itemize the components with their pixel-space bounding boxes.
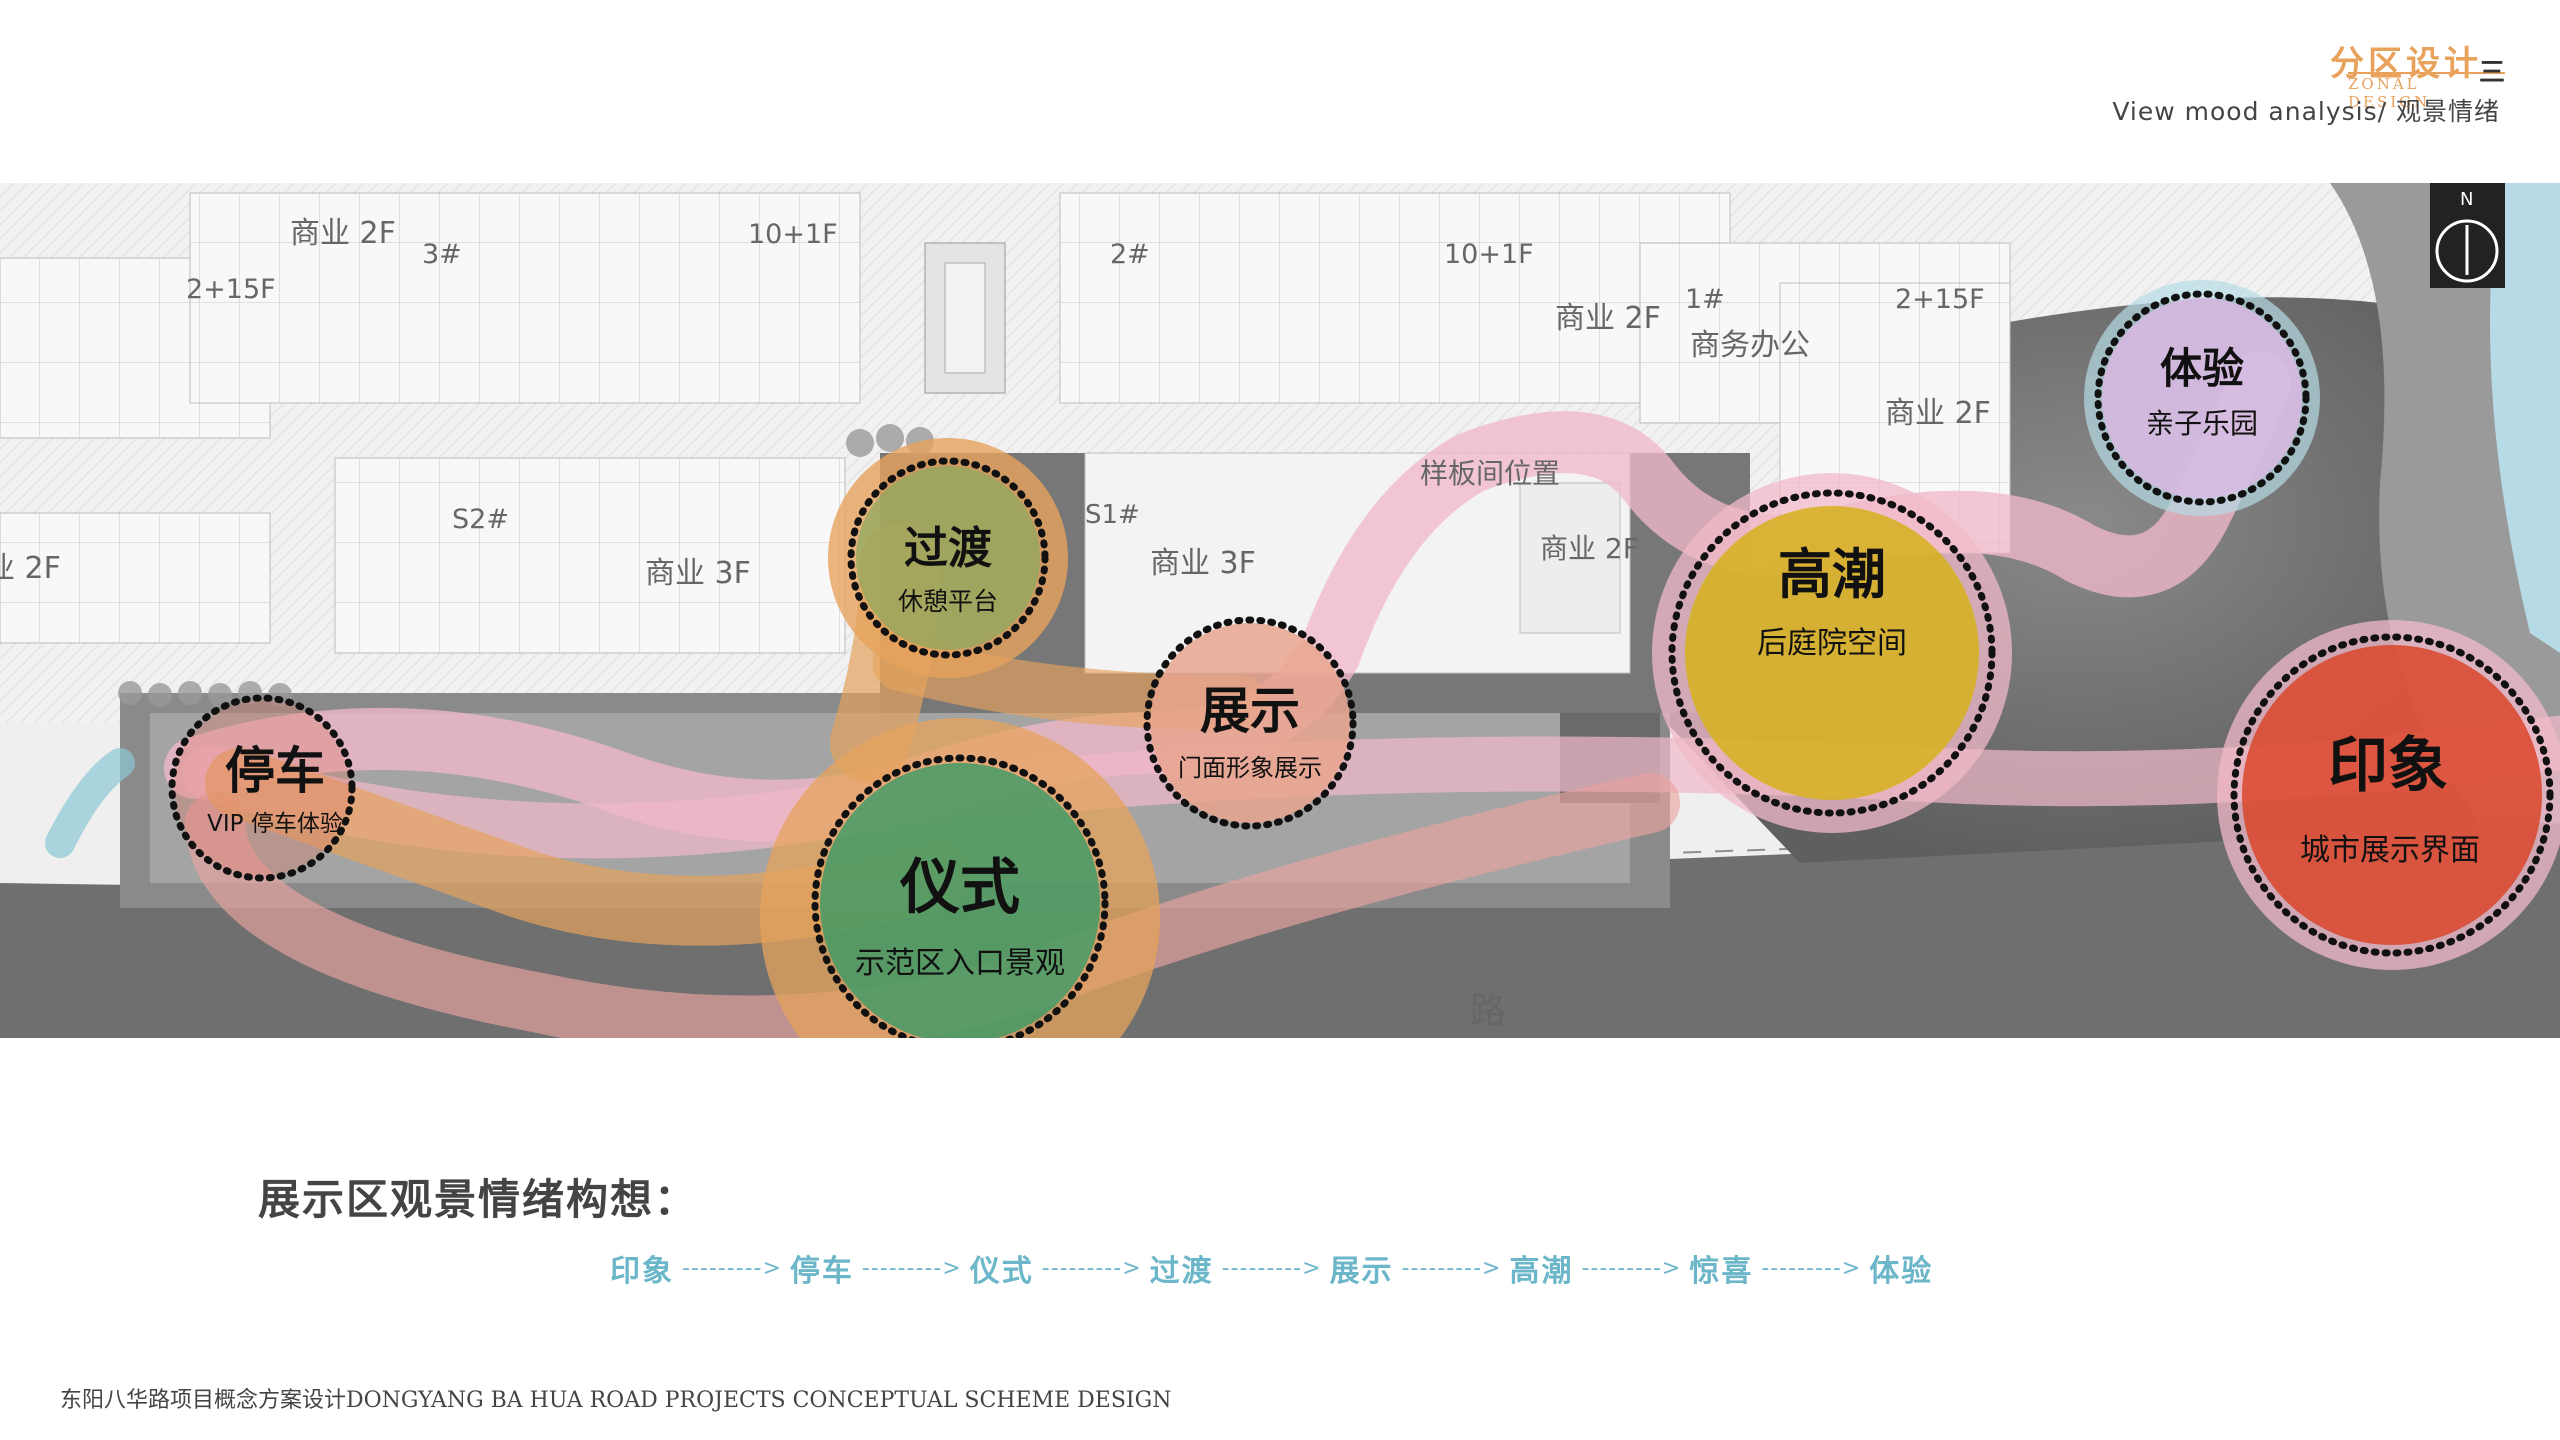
logo-subtext: ZONAL DESIGN xyxy=(2348,72,2505,111)
node-title: 体验 xyxy=(2160,344,2244,393)
sequence-step: 体验 xyxy=(1869,1254,1934,1289)
logo-mark: 三 xyxy=(2478,58,2505,88)
building-label: S2# xyxy=(452,504,509,535)
sequence-step: 仪式 xyxy=(969,1254,1034,1289)
sequence-step: 印象 xyxy=(610,1254,674,1289)
node-subtitle: 城市展示界面 xyxy=(2300,833,2480,868)
mood-node-impression: 印象 城市展示界面 xyxy=(2217,620,2560,970)
sequence-arrow: ---------> xyxy=(861,1255,962,1281)
building-label: 路 xyxy=(1470,991,1506,1032)
building-label: 10+1F xyxy=(1444,239,1534,270)
building-label: 3# xyxy=(422,239,462,270)
mood-node-display: 展示 门面形象展示 xyxy=(1143,616,1357,830)
north-compass: N xyxy=(2430,183,2505,288)
tree-row xyxy=(118,424,934,707)
node-subtitle: VIP 停车体验 xyxy=(207,811,343,837)
building-label: 商务办公 xyxy=(1690,328,1810,363)
node-title: 停车 xyxy=(225,742,325,800)
node-subtitle: 休憩平台 xyxy=(898,587,998,616)
mood-node-experience: 体验 亲子乐园 xyxy=(2084,280,2320,516)
building-label: 商业 2F xyxy=(0,551,61,586)
building-label: 商业 2F xyxy=(1540,532,1639,565)
mood-node-parking: 停车 VIP 停车体验 xyxy=(168,694,356,882)
sequence-step: 展示 xyxy=(1329,1254,1394,1289)
site-plan-svg: N 商业 2F 3# 10+1F 2+15F 2# 10+1F 商业 2F 1#… xyxy=(0,183,2560,1118)
building-label: 2+15F xyxy=(1895,284,1985,315)
page-subtitle: View mood analysis/ 观景情绪 xyxy=(2112,97,2500,126)
building-label: 商业 2F xyxy=(1555,301,1661,336)
sequence-step: 高潮 xyxy=(1509,1254,1574,1289)
building-label: 商业 2F xyxy=(290,216,396,251)
sequence-step: 停车 xyxy=(789,1254,854,1289)
mood-sequence: 印象 ---------> 停车 ---------> 仪式 ---------… xyxy=(610,1248,1934,1289)
brand-logo: 分区设计 ZONAL DESIGN 三 xyxy=(2330,36,2505,111)
sequence-arrow: ---------> xyxy=(1761,1255,1862,1281)
section-heading: 展示区观景情绪构想： xyxy=(258,1175,699,1224)
building-label: 1# xyxy=(1685,284,1725,315)
building-label-group: 商业 2F 3# 10+1F 2+15F 2# 10+1F 商业 2F 1# 2… xyxy=(0,216,1991,1032)
mood-node-climax: 高潮 后庭院空间 xyxy=(1652,473,2012,833)
node-subtitle: 亲子乐园 xyxy=(2146,407,2258,440)
sequence-step: 过渡 xyxy=(1149,1254,1214,1289)
building-label: 10+1F xyxy=(748,219,838,250)
building-label: 样板间位置 xyxy=(1420,457,1560,490)
node-title: 高潮 xyxy=(1778,543,1886,606)
sequence-arrow: ---------> xyxy=(1581,1255,1682,1281)
footer-project-title: 东阳八华路项目概念方案设计DONGYANG BA HUA ROAD PROJEC… xyxy=(60,1388,1172,1413)
building-label: 商业 3F xyxy=(1150,546,1256,581)
sequence-arrow: ---------> xyxy=(1041,1255,1142,1281)
node-subtitle: 门面形象展示 xyxy=(1178,754,1322,782)
sequence-arrow: ---------> xyxy=(682,1255,782,1281)
compass-north-label: N xyxy=(2460,189,2473,210)
building-label: 商业 3F xyxy=(645,556,751,591)
sequence-arrow: ---------> xyxy=(1401,1255,1502,1281)
node-subtitle: 示范区入口景观 xyxy=(855,946,1065,981)
logo-text: 分区设计 xyxy=(2330,44,2482,84)
site-plan: N 商业 2F 3# 10+1F 2+15F 2# 10+1F 商业 2F 1#… xyxy=(0,183,2560,1118)
node-title: 印象 xyxy=(2328,731,2448,801)
building-label: S1# xyxy=(1085,500,1140,530)
node-subtitle: 后庭院空间 xyxy=(1757,626,1907,661)
building-label: 商业 2F xyxy=(1885,396,1991,431)
mood-node-ritual: 仪式 示范区入口景观 xyxy=(760,718,1160,1118)
sequence-arrow: ---------> xyxy=(1221,1255,1322,1281)
node-title: 仪式 xyxy=(899,853,1020,923)
sequence-step: 惊喜 xyxy=(1689,1254,1754,1289)
building-label: 2+15F xyxy=(186,274,276,305)
mood-node-transition: 过渡 休憩平台 xyxy=(828,438,1068,678)
node-title: 过渡 xyxy=(904,523,992,574)
building-label: 2# xyxy=(1110,239,1150,270)
node-title: 展示 xyxy=(1200,682,1300,740)
